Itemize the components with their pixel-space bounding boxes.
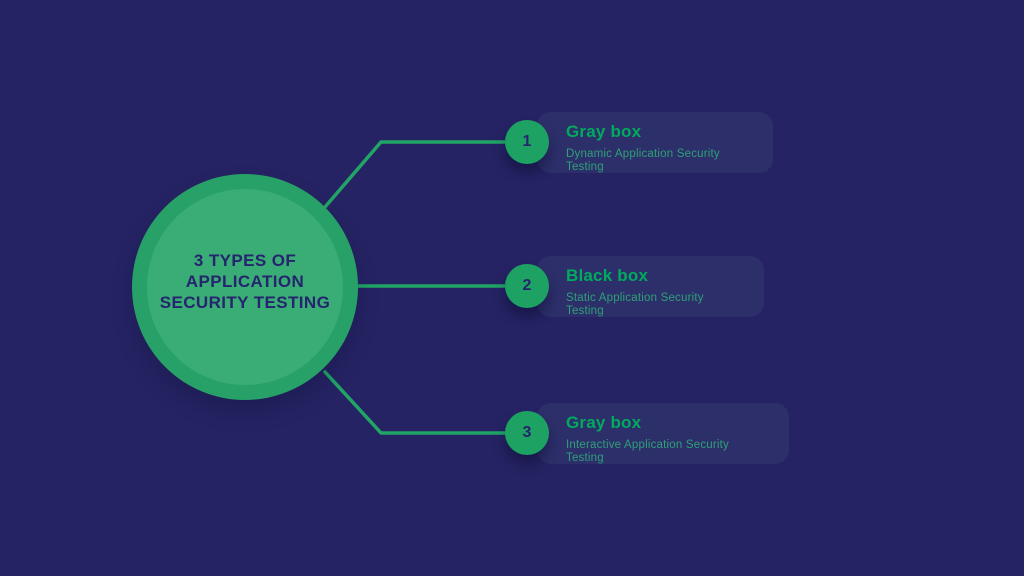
central-circle: 3 TYPES OF APPLICATION SECURITY TESTING: [132, 174, 358, 400]
item-1-card: Gray box Dynamic Application Security Te…: [537, 112, 773, 173]
item-2-title: Black box: [566, 266, 649, 285]
item-3-subtitle: Interactive Application Security Testing: [566, 439, 730, 464]
item-3-number: 3: [522, 424, 532, 441]
connector-line-3: [323, 370, 529, 435]
central-title-line-2: APPLICATION: [185, 271, 305, 291]
item-3-card: Gray box Interactive Application Securit…: [537, 403, 789, 464]
item-3-number-badge: 3: [505, 411, 549, 455]
item-2-number: 2: [522, 277, 532, 294]
central-title-line-1: 3 TYPES OF: [193, 250, 297, 270]
central-circle-inner: 3 TYPES OF APPLICATION SECURITY TESTING: [147, 189, 343, 385]
item-3-title: Gray box: [566, 413, 642, 432]
item-2-number-badge: 2: [505, 264, 549, 308]
item-2-card: Black box Static Application Security Te…: [537, 256, 764, 317]
item-1-title: Gray box: [566, 122, 642, 141]
item-1-number: 1: [522, 133, 532, 150]
central-title-line-3: SECURITY TESTING: [159, 292, 331, 312]
item-2-subtitle: Static Application Security Testing: [566, 292, 704, 317]
connector-line-1: [323, 140, 529, 209]
item-1-number-badge: 1: [505, 120, 549, 164]
central-title: 3 TYPES OF APPLICATION SECURITY TESTING: [160, 250, 330, 313]
item-1-subtitle: Dynamic Application Security Testing: [566, 148, 720, 173]
